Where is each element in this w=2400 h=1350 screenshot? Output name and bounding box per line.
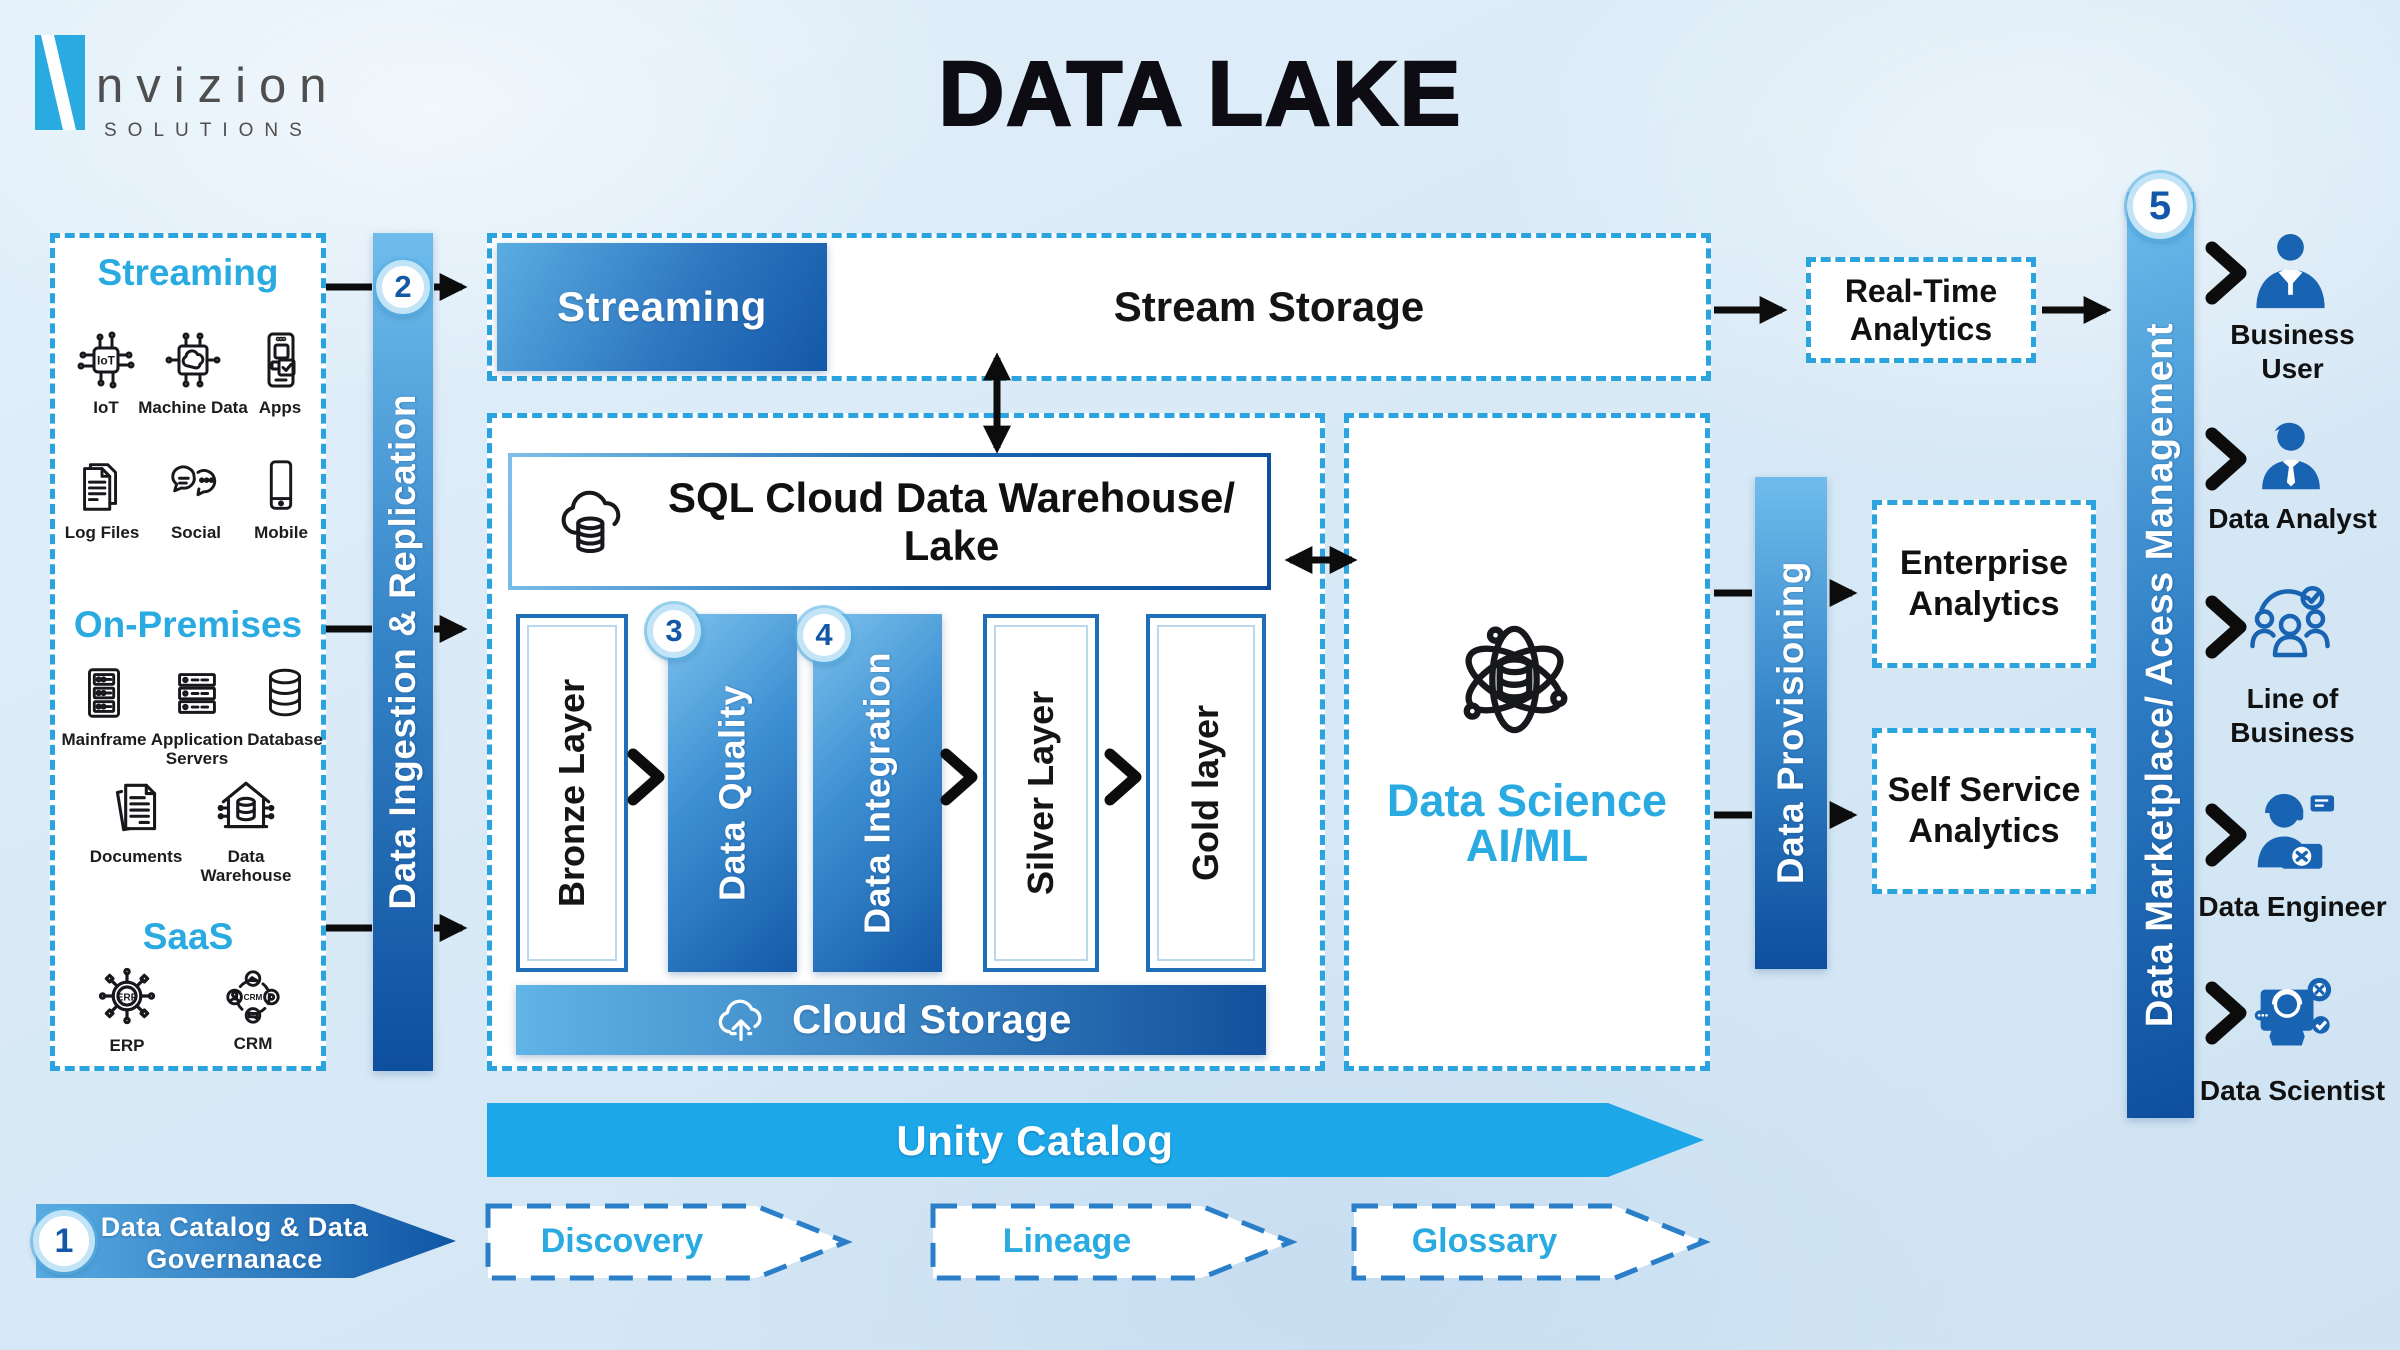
source-apps: Apps (236, 328, 324, 417)
governance-label: Data Catalog & Data Governanace (100, 1212, 369, 1274)
self-service-analytics-label: Self Service Analytics (1887, 771, 2081, 850)
data-engineer-icon (2257, 793, 2335, 869)
badge-2: 2 (376, 260, 430, 314)
data-scientist-label: Data Scientist (2199, 1075, 2386, 1106)
line-of-business-icon (2250, 586, 2330, 658)
logo: nvizion SOLUTIONS (30, 30, 360, 141)
documents-icon (115, 783, 157, 832)
unity-catalog-band (487, 1103, 1704, 1177)
data-science-box (1344, 413, 1710, 1071)
lineage-arrow (930, 1203, 1298, 1281)
badge-5: 5 (2127, 173, 2193, 239)
source-documents: Documents (88, 775, 184, 866)
cloud-storage-label: Cloud Storage (792, 997, 1072, 1042)
streaming-gradient-box: Streaming (497, 243, 827, 371)
source-database: Database (242, 662, 328, 749)
onprem-heading: On-Premises (73, 604, 303, 645)
realtime-analytics-box: Real-Time Analytics (1806, 257, 2036, 363)
source-mainframe: Mainframe (60, 662, 148, 749)
source-iot: IoT IoT (62, 328, 150, 417)
source-log-files: Log Files (58, 455, 146, 542)
unity-catalog-label: Unity Catalog (896, 1117, 1174, 1164)
sql-warehouse-box: SQL Cloud Data Warehouse/ Lake (508, 453, 1271, 590)
iot-icon: IoT (77, 331, 135, 389)
badge-3: 3 (647, 604, 701, 658)
gold-layer-column: Gold layer (1146, 614, 1266, 972)
data-engineer-label: Data Engineer (2198, 891, 2387, 922)
data-analyst-icon (2262, 422, 2320, 490)
logo-tagline: SOLUTIONS (104, 120, 313, 141)
ingestion-bar: Data Ingestion & Replication (373, 233, 433, 1071)
silver-layer-column: Silver Layer (983, 614, 1099, 972)
crm-icon: CRM (226, 970, 280, 1024)
streaming-box-label: Streaming (557, 283, 767, 330)
cloud-storage-bar: Cloud Storage (516, 985, 1266, 1055)
streaming-heading: Streaming (97, 252, 279, 293)
source-mobile: Mobile (237, 455, 325, 542)
source-app-servers: Application Servers (148, 662, 246, 768)
business-user-label: Business User (2230, 319, 2355, 384)
apps-icon (267, 332, 296, 388)
sql-warehouse-label: SQL Cloud Data Warehouse/ Lake (667, 473, 1236, 569)
svg-text:IoT: IoT (97, 354, 116, 368)
source-social: Social (152, 455, 240, 542)
provisioning-bar: Data Provisioning (1755, 477, 1827, 969)
marketplace-bar: Data Marketplace/ Acess Management (2127, 192, 2194, 1118)
source-machine-data: Machine Data (137, 328, 249, 417)
data-analyst-label: Data Analyst (2208, 503, 2377, 534)
enterprise-analytics-label: Enterprise Analytics (1899, 544, 2069, 623)
badge-4: 4 (797, 608, 851, 662)
data-science-label: Data Science (1386, 775, 1668, 826)
data-scientist-icon (2254, 977, 2332, 1046)
data-integration-column: Data Integration (813, 614, 942, 972)
discovery-arrow (485, 1203, 853, 1281)
sql-cloud-database-icon (561, 490, 621, 553)
source-crm: CRM CRM (210, 966, 296, 1053)
mobile-icon (269, 460, 293, 510)
source-data-warehouse: Data Warehouse (196, 775, 296, 885)
self-service-analytics-box: Self Service Analytics (1872, 728, 2096, 894)
data-warehouse-icon (217, 781, 275, 829)
database-icon (269, 668, 301, 717)
data-science-aiml-label: AI/ML (1465, 820, 1589, 871)
machine-data-icon (165, 332, 221, 388)
nvizion-logo-mark (35, 35, 85, 130)
page-title: DATA LAKE (937, 42, 1462, 146)
social-icon (171, 465, 217, 497)
logo-name: nvizion (96, 59, 340, 113)
log-files-icon (83, 463, 118, 511)
data-science-atom-icon (1463, 625, 1568, 734)
discovery-label: Discovery (540, 1222, 704, 1260)
bronze-layer-column: Bronze Layer (516, 614, 628, 972)
realtime-analytics-label: Real-Time Analytics (1844, 272, 1998, 347)
lineage-label: Lineage (1002, 1222, 1132, 1260)
cloud-upload-icon (718, 999, 762, 1042)
saas-heading: SaaS (142, 916, 234, 957)
svg-text:CRM: CRM (244, 993, 263, 1002)
governance-arrow (36, 1204, 456, 1278)
badge-1: 1 (33, 1210, 95, 1272)
svg-text:ERP: ERP (117, 992, 138, 1003)
business-user-icon (2256, 233, 2325, 309)
data-quality-column: Data Quality (668, 614, 797, 972)
glossary-arrow (1351, 1203, 1711, 1281)
mainframe-icon (88, 668, 120, 718)
source-erp: ERP ERP (84, 962, 170, 1055)
erp-icon: ERP (98, 967, 156, 1025)
stream-storage-label: Stream Storage (1113, 283, 1425, 330)
glossary-label: Glossary (1411, 1222, 1558, 1260)
line-of-business-label: Line of Business (2230, 683, 2355, 748)
enterprise-analytics-box: Enterprise Analytics (1872, 500, 2096, 668)
application-servers-icon (178, 673, 216, 714)
